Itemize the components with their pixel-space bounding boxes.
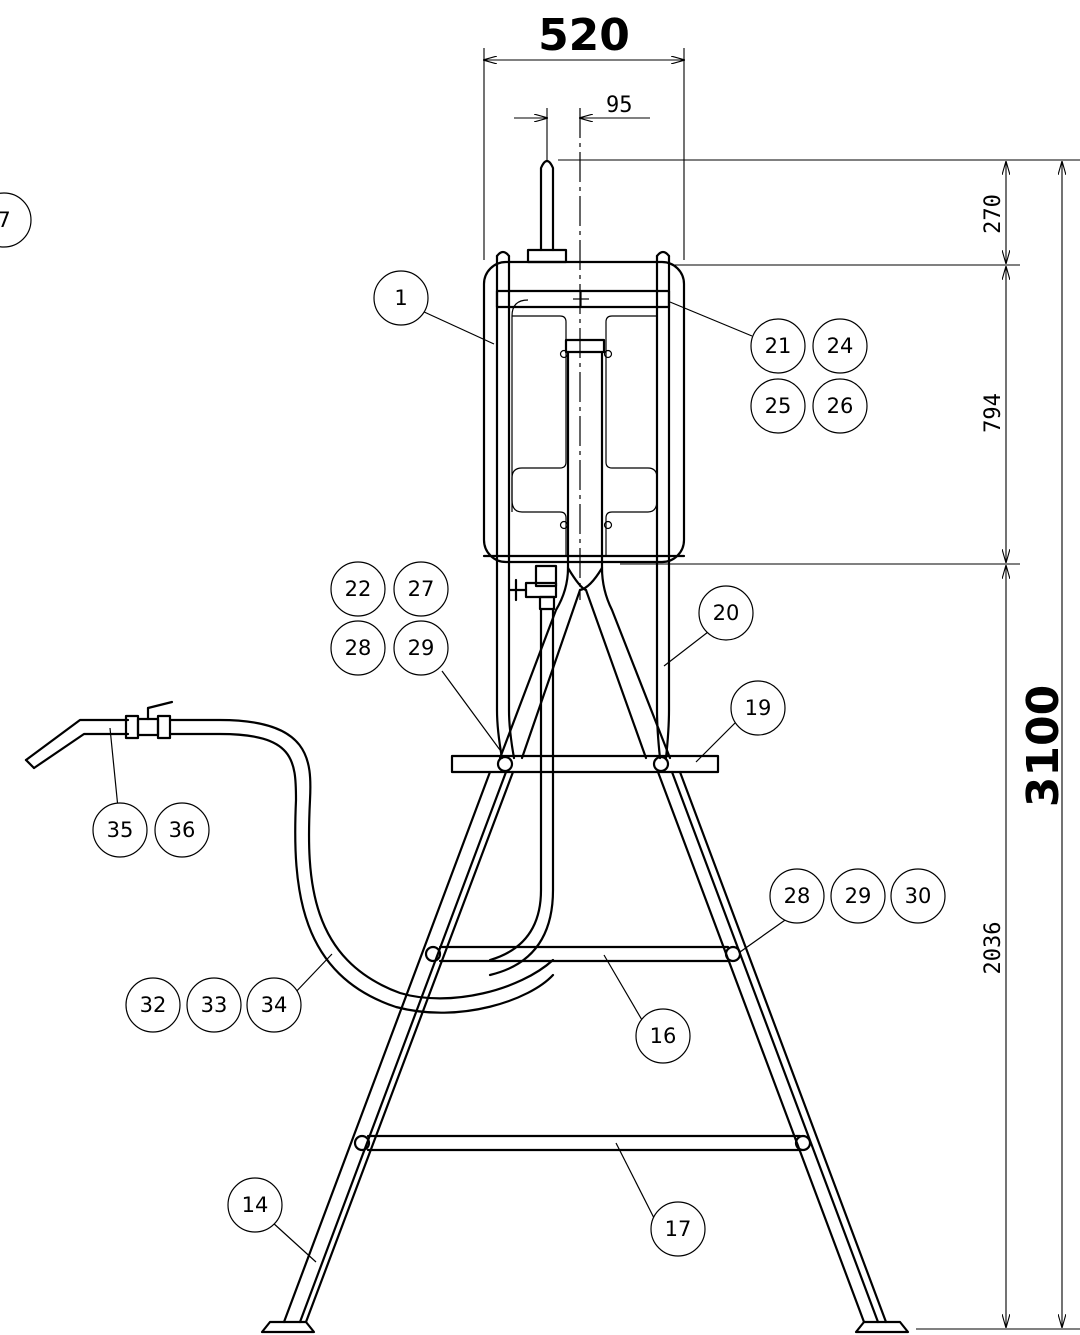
balloon-26: 26 [812,378,868,434]
balloon-28a: 28 [330,620,386,676]
vent-pipe [526,159,568,264]
balloon-30: 30 [890,868,946,924]
center-y-post [498,338,672,760]
balloon-1: 1 [373,270,429,326]
balloon-number: 32 [140,993,167,1017]
balloon-16: 16 [635,1008,691,1064]
balloon-14: 14 [227,1177,283,1233]
balloons: 7 1 21 24 25 26 22 27 28 29 20 19 35 36 … [0,192,946,1257]
balloon-circle [246,977,302,1033]
balloon-circle [186,977,242,1033]
dimension-top: 520 [484,10,684,260]
balloon-number: 22 [345,577,372,601]
balloon-number: 24 [827,334,854,358]
balloon-number: 27 [408,577,435,601]
balloon-7: 7 [0,192,32,248]
balloon-circle [330,561,386,617]
spray-gun [24,700,174,770]
balloon-number: 34 [261,993,288,1017]
balloon-circle [812,318,868,374]
balloon-number: 14 [242,1193,269,1217]
balloon-29a: 29 [393,620,449,676]
balloon-number: 29 [845,884,872,908]
balloon-circle [373,270,429,326]
uprights [495,250,671,760]
brace-17 [353,1134,812,1152]
balloon-circle [393,561,449,617]
balloon-number: 7 [0,208,11,232]
balloon-number: 29 [408,636,435,660]
dim-3100: 3100 [1018,685,1069,807]
balloon-circle [730,680,786,736]
balloon-35: 35 [92,802,148,858]
clamp-band [495,289,671,309]
balloon-circle [698,585,754,641]
balloon-circle [890,868,946,924]
dim-95: 95 [606,93,633,118]
hose [168,718,555,1014]
balloon-36: 36 [154,802,210,858]
balloon-circle [393,620,449,676]
balloon-number: 33 [201,993,228,1017]
balloon-33: 33 [186,977,242,1033]
balloon-24: 24 [812,318,868,374]
balloon-number: 28 [784,884,811,908]
balloon-number: 19 [745,696,772,720]
balloon-32: 32 [125,977,181,1033]
balloon-circle [92,802,148,858]
legs [260,770,910,1334]
leader-lines [109,301,789,1263]
balloon-circle [227,1177,283,1233]
balloon-21: 21 [750,318,806,374]
balloon-number: 25 [765,394,792,418]
balloon-27: 27 [393,561,449,617]
balloon-number: 36 [169,818,196,842]
balloon-25: 25 [750,378,806,434]
dim-270: 270 [981,194,1006,234]
balloon-circle [154,802,210,858]
balloon-number: 28 [345,636,372,660]
balloon-circle [0,192,32,248]
balloon-number: 16 [650,1024,677,1048]
dim-2036: 2036 [981,922,1006,975]
dimension-offset: 95 [514,93,650,160]
balloon-circle [750,378,806,434]
balloon-28b: 28 [769,868,825,924]
balloon-number: 20 [713,601,740,625]
balloon-19: 19 [730,680,786,736]
dimension-right: 270 794 2036 3100 [558,159,1080,1330]
balloon-34: 34 [246,977,302,1033]
balloon-circle [830,868,886,924]
dim-794: 794 [981,393,1006,433]
balloon-20: 20 [698,585,754,641]
balloon-number: 30 [905,884,932,908]
balloon-number: 21 [765,334,792,358]
balloon-circle [750,318,806,374]
balloon-number: 35 [107,818,134,842]
riser-pipe [488,607,555,977]
balloon-circle [125,977,181,1033]
balloon-circle [330,620,386,676]
platform [450,754,720,774]
balloon-number: 1 [394,286,407,310]
balloon-29b: 29 [830,868,886,924]
balloon-17: 17 [650,1201,706,1257]
balloon-circle [650,1201,706,1257]
brace-16 [424,945,742,963]
balloon-number: 17 [665,1217,692,1241]
drain-valve [508,564,558,611]
balloon-circle [635,1008,691,1064]
balloon-circle [769,868,825,924]
balloon-22: 22 [330,561,386,617]
balloon-circle [812,378,868,434]
balloon-number: 26 [827,394,854,418]
dim-520: 520 [538,10,630,61]
